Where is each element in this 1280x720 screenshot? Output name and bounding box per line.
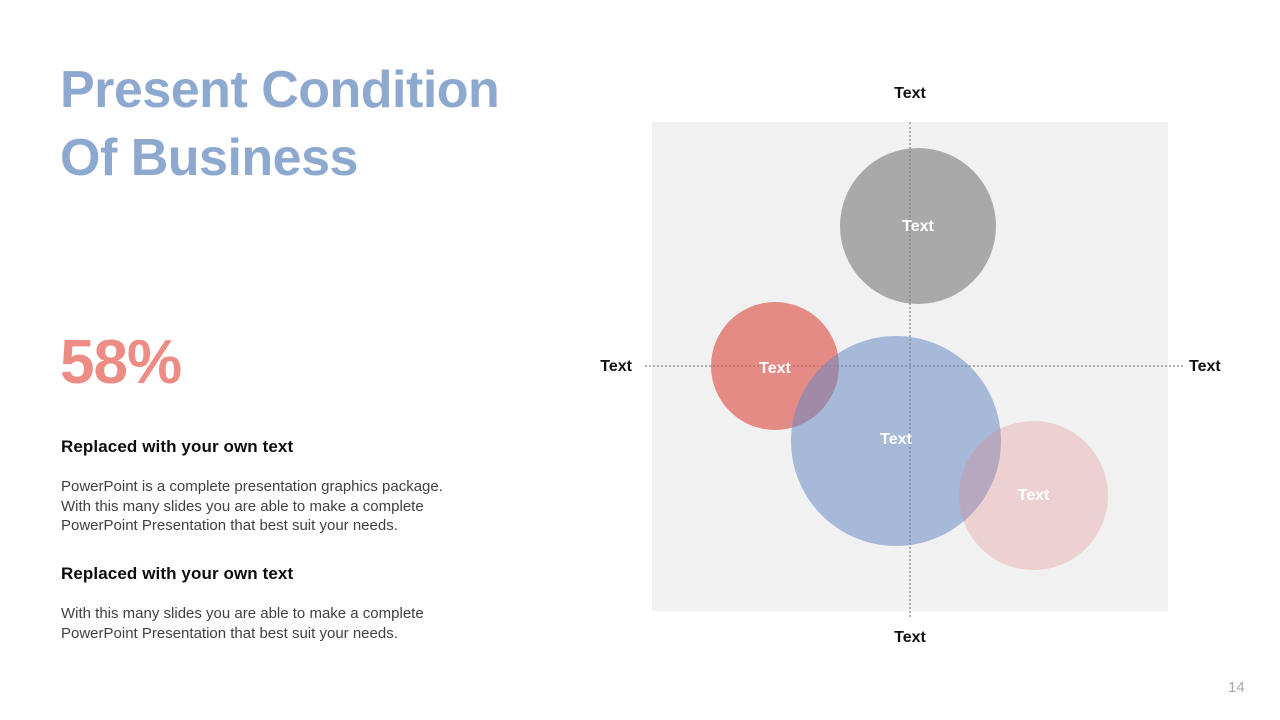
bubble-label: Text	[759, 360, 791, 377]
axis-label-bottom: Text	[894, 629, 926, 646]
axis-label-right: Text	[1189, 358, 1221, 375]
page-title: Present Condition Of Business	[60, 61, 500, 187]
text-block-heading-2: Replaced with your own text	[61, 564, 294, 583]
axis-label-top: Text	[894, 85, 926, 102]
bubble-gray[interactable]: Text	[840, 148, 996, 304]
bubble-label: Text	[880, 431, 912, 448]
text-block-heading-1: Replaced with your own text	[61, 437, 294, 456]
bubble-label: Text	[1017, 486, 1050, 504]
bubble-pink[interactable]: Text	[959, 421, 1108, 570]
text-block-body-2: With this many slides you are able to ma…	[61, 605, 424, 642]
page-number: 14	[1228, 679, 1245, 696]
stat-percentage: 58%	[60, 328, 182, 397]
bubble-label: Text	[902, 218, 934, 235]
text-block-body-1: PowerPoint is a complete presentation gr…	[61, 478, 443, 534]
axis-label-left: Text	[600, 358, 632, 375]
